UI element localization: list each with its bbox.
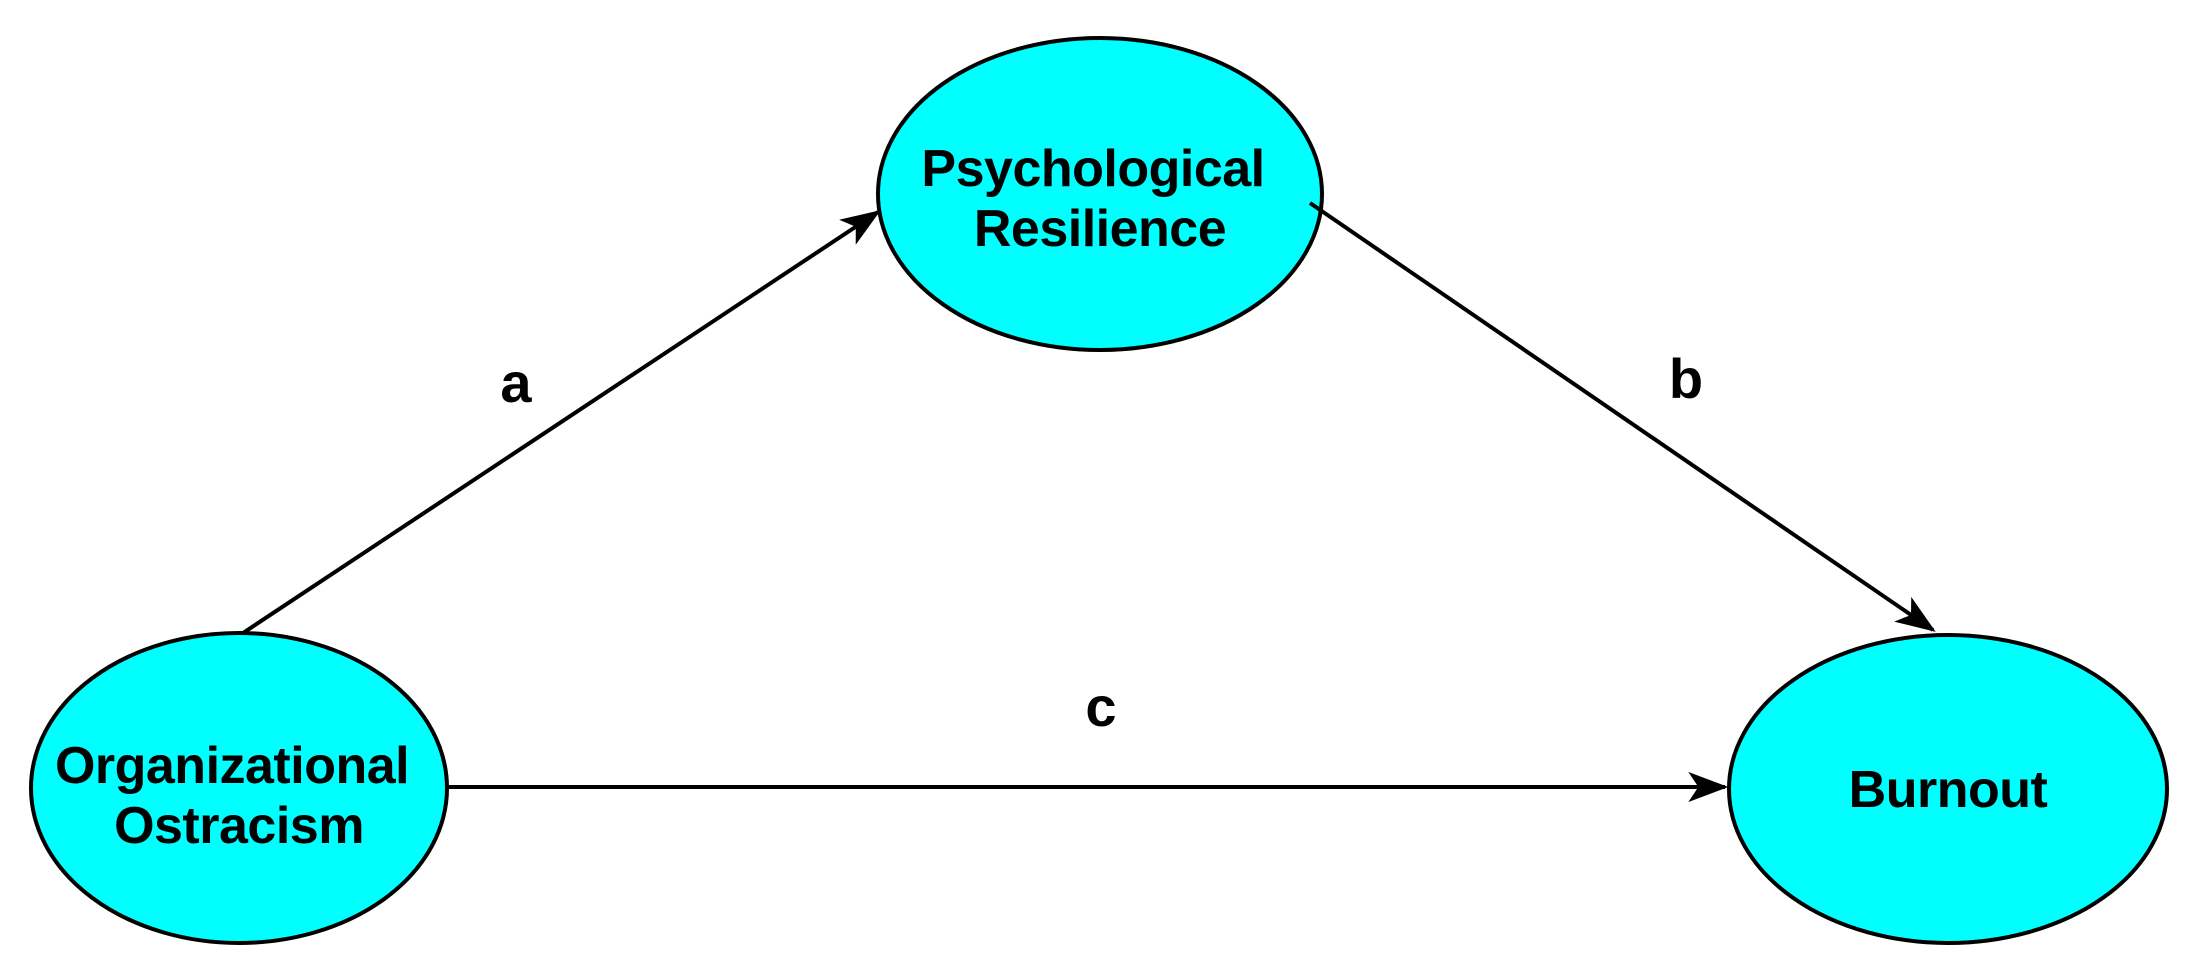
edges: a b c [241,201,1936,802]
node-label-line: Organizational [55,737,409,795]
node-ellipse-psychological-resilience [876,36,1324,352]
node-label-burnout: Burnout [1849,761,2048,819]
node-burnout: Burnout [1727,633,2169,945]
edge-a-arrow [241,210,881,635]
node-label-line: Psychological [921,140,1264,198]
edge-b-label: b [1669,347,1703,410]
node-label-organizational-ostracism: Organizational Ostracism [55,737,423,855]
node-psychological-resilience: Psychological Resilience [876,36,1324,352]
node-label-psychological-resilience: Psychological Resilience [921,140,1278,258]
edge-a-label: a [500,351,532,414]
edge-b-arrow [1308,201,1936,632]
edge-c-label: c [1085,675,1116,738]
node-label-line: Burnout [1849,761,2048,819]
node-label-line: Ostracism [114,797,364,855]
node-label-line: Resilience [974,200,1226,258]
node-ellipse-burnout [1727,633,2169,945]
node-organizational-ostracism: Organizational Ostracism [29,631,449,945]
